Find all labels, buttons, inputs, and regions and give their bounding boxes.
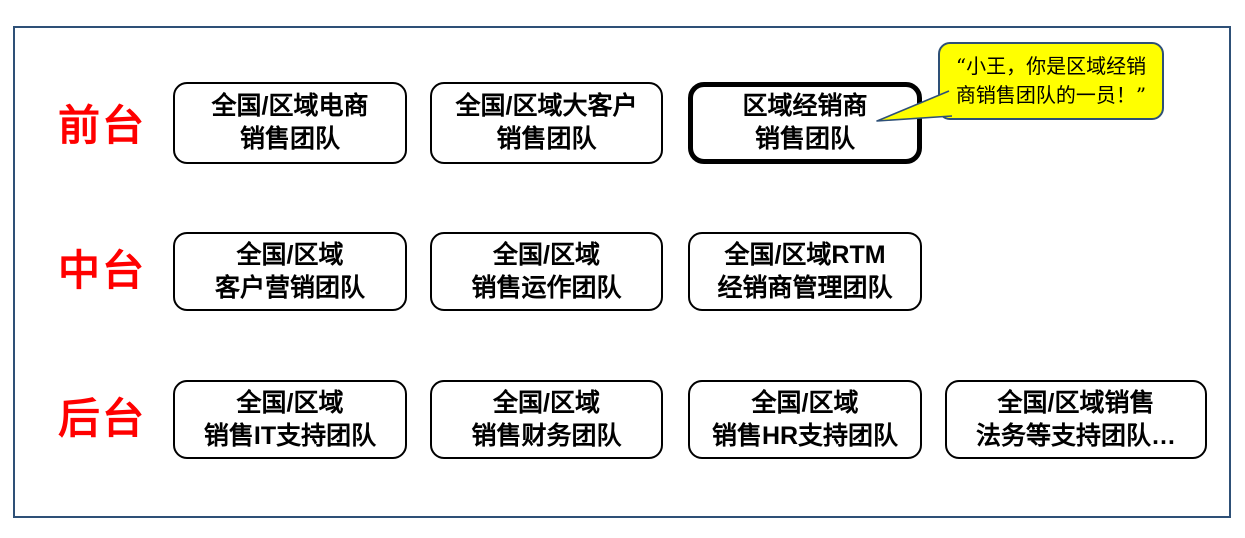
customer-marketing-team-box: 全国/区域 客户营销团队 (173, 232, 407, 311)
box-line: 全国/区域大客户 (455, 92, 638, 120)
box-line: 全国/区域 (236, 388, 344, 417)
speech-bubble (938, 42, 1164, 120)
ecommerce-sales-team-box: 全国/区域电商 销售团队 (173, 82, 407, 164)
speech-bubble-text: “小王，你是区域经销 商销售团队的一员！” (938, 42, 1164, 120)
box-line: 销售团队 (239, 125, 340, 153)
speech-bubble-tail-icon (876, 90, 953, 122)
box-line: 全国/区域 (751, 388, 859, 417)
row-label-middle-office: 中台 (57, 247, 146, 294)
box-line: 全国/区域 (493, 388, 600, 417)
sales-operations-team-box: 全国/区域 销售运作团队 (430, 232, 663, 311)
box-line: 销售团队 (496, 125, 597, 153)
row-label-back-office: 后台 (57, 395, 146, 442)
box-line: 全国/区域销售 (997, 388, 1155, 417)
rtm-distributor-management-team-box: 全国/区域RTM 经销商管理团队 (688, 232, 922, 311)
box-line: 销售IT支持团队 (203, 421, 377, 450)
box-line: 全国/区域RTM (724, 240, 886, 269)
box-line: 销售HR支持团队 (711, 421, 899, 450)
speech-bubble-line: 商销售团队的一员！” (955, 83, 1147, 107)
sales-it-support-team-box: 全国/区域 销售IT支持团队 (173, 380, 407, 459)
box-line: 销售财务团队 (471, 421, 622, 450)
box-line: 全国/区域电商 (211, 92, 369, 120)
box-line: 全国/区域 (493, 240, 600, 269)
box-line: 法务等支持团队… (975, 421, 1176, 450)
key-account-sales-team-box: 全国/区域大客户 销售团队 (430, 82, 663, 164)
sales-finance-team-box: 全国/区域 销售财务团队 (430, 380, 663, 459)
box-line: 客户营销团队 (214, 273, 365, 302)
speech-bubble-line: “小王，你是区域经销 (955, 54, 1147, 78)
box-line: 经销商管理团队 (717, 273, 893, 302)
regional-distributor-sales-team-box: 区域经销商 销售团队 (688, 82, 922, 164)
box-line: 全国/区域 (236, 240, 344, 269)
box-line: 区域经销商 (742, 92, 868, 120)
row-label-front-office: 前台 (57, 102, 146, 149)
sales-legal-support-team-box: 全国/区域销售 法务等支持团队… (945, 380, 1207, 459)
sales-hr-support-team-box: 全国/区域 销售HR支持团队 (688, 380, 922, 459)
box-line: 销售团队 (754, 125, 855, 153)
box-line: 销售运作团队 (471, 273, 622, 302)
